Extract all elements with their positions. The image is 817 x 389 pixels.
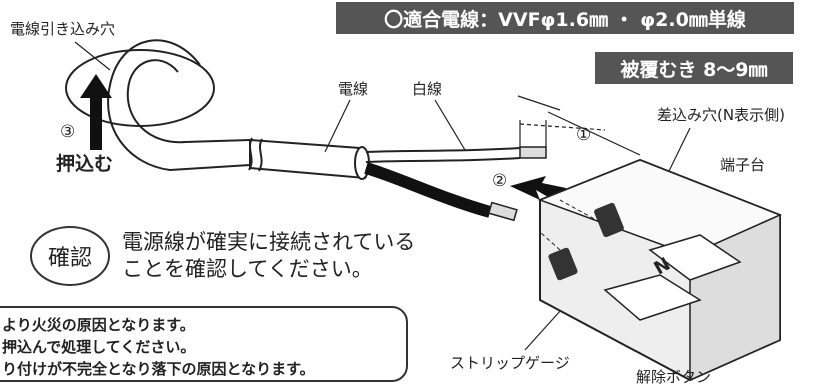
entry-hole-label: 電線引き込み穴 [10,20,116,38]
white-wire [365,146,547,163]
wire-label: 電線 [338,80,369,98]
warning-line-2: 押込んで処理してください。 [2,338,196,356]
warning-box: より火災の原因となります。 押込んで処理してください。 り付けが不完全となり落下… [0,306,408,382]
strip-dimension [517,95,641,156]
release-button-label: 解除ボタン [636,368,712,386]
black-wire [364,162,518,222]
strip-length-text: 被覆むき 8〜9㎜ [620,58,768,81]
confirm-line-2: ことを確認してください。 [122,257,373,281]
white-wire-label: 白線 [412,80,443,98]
terminal-block [537,158,782,382]
insert-hole-label: 差込み穴(N表示側) [657,106,785,124]
cable-jacket [248,137,370,180]
step-2: ② [492,171,508,191]
warning-line-1: より火災の原因となります。 [2,316,195,334]
confirm-badge: 確認 [30,226,110,286]
confirm-badge-text: 確認 [47,246,92,271]
confirm-line-1: 電源線が確実に接続されている [122,230,416,254]
push-in-label: 押込む [56,153,114,175]
wire-spec-text: 〇適合電線：VVFφ1.6㎜ ・ φ2.0㎜単線 [384,8,746,31]
push-in-arrow [80,74,112,150]
warning-line-3: り付けが不完全となり落下の原因となります。 [2,360,315,378]
step-3: ③ [60,122,76,142]
confirm-message: 電源線が確実に接続されている ことを確認してください。 [122,229,415,283]
strip-length-banner: 被覆むき 8〜9㎜ [595,52,793,84]
terminal-block-label: 端子台 [720,156,766,174]
wire-spec-banner: 〇適合電線：VVFφ1.6㎜ ・ φ2.0㎜単線 [336,2,794,34]
step-1: ① [576,125,592,145]
strip-gauge-label: ストリップゲージ [450,354,570,372]
cable-loop [65,39,251,172]
